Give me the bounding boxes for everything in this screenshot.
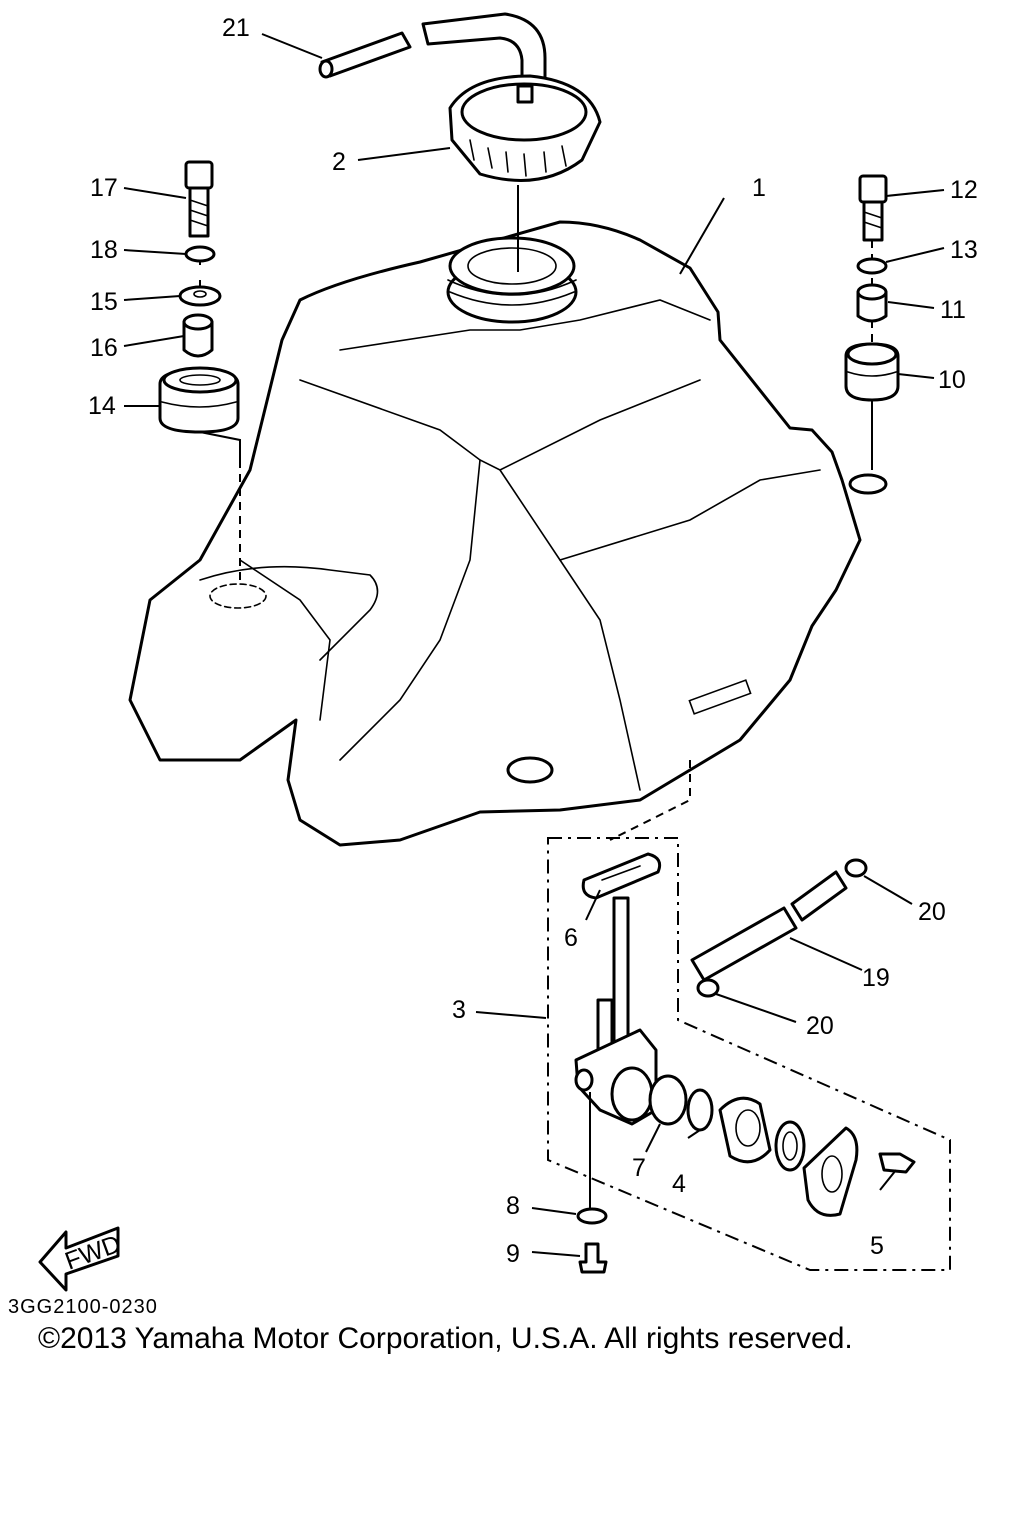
callout-9: 9 — [506, 1240, 520, 1268]
callout-21: 21 — [222, 14, 250, 42]
callout-labels: 1 2 3 4 5 6 7 8 9 10 11 12 13 14 15 16 1… — [88, 14, 978, 1268]
callout-16: 16 — [90, 334, 118, 362]
leader-lines — [123, 33, 945, 1257]
collar-left[interactable] — [182, 313, 214, 358]
callout-11: 11 — [940, 296, 966, 324]
lever-seal[interactable] — [774, 1120, 806, 1172]
fuel-hose[interactable] — [690, 870, 848, 982]
plate-screw[interactable] — [878, 1152, 916, 1174]
bolt-right[interactable] — [858, 174, 888, 242]
lever-o-ring[interactable] — [648, 1074, 688, 1126]
diagram-reference-code: 3GG2100-0230 — [8, 1296, 158, 1318]
callout-5: 5 — [870, 1232, 884, 1260]
fuel-cock-gasket[interactable] — [581, 852, 662, 900]
callout-8: 8 — [506, 1192, 520, 1220]
lever-plate[interactable] — [802, 1126, 859, 1217]
bolt-left[interactable] — [184, 160, 214, 238]
o-ring[interactable] — [686, 1088, 714, 1132]
callout-6: 6 — [564, 924, 578, 952]
callout-20-upper: 20 — [918, 898, 946, 926]
damper-right[interactable] — [844, 342, 900, 402]
hose-clip-lower[interactable] — [696, 978, 720, 998]
hose-clip-upper[interactable] — [844, 858, 868, 878]
callout-19: 19 — [862, 964, 890, 992]
plain-washer-left[interactable] — [178, 285, 222, 307]
callout-3: 3 — [452, 996, 466, 1024]
fuel-cock-body[interactable] — [574, 896, 658, 1126]
callout-15: 15 — [90, 288, 118, 316]
callout-4: 4 — [672, 1170, 686, 1198]
callout-12: 12 — [950, 176, 978, 204]
callout-20-lower: 20 — [806, 1012, 834, 1040]
fuel-cap[interactable] — [448, 74, 602, 182]
fuel-tank[interactable] — [128, 220, 888, 847]
damper-left[interactable] — [158, 366, 240, 434]
callout-1: 1 — [752, 174, 766, 202]
forward-direction-arrow: FWD — [38, 1226, 124, 1292]
fuel-cock-lever[interactable] — [718, 1096, 772, 1164]
callout-10: 10 — [938, 366, 966, 394]
copyright-notice: ©2013 Yamaha Motor Corporation, U.S.A. A… — [38, 1322, 853, 1355]
drain-screw[interactable] — [578, 1242, 608, 1274]
lock-washer-right[interactable] — [856, 257, 888, 275]
callout-14: 14 — [88, 392, 116, 420]
callout-13: 13 — [950, 236, 978, 264]
callout-17: 17 — [90, 174, 118, 202]
drain-gasket[interactable] — [576, 1207, 608, 1225]
callout-7: 7 — [632, 1154, 646, 1182]
lock-washer-left[interactable] — [184, 245, 216, 263]
callout-2: 2 — [332, 148, 346, 176]
collar-right[interactable] — [856, 283, 888, 323]
callout-18: 18 — [90, 236, 118, 264]
